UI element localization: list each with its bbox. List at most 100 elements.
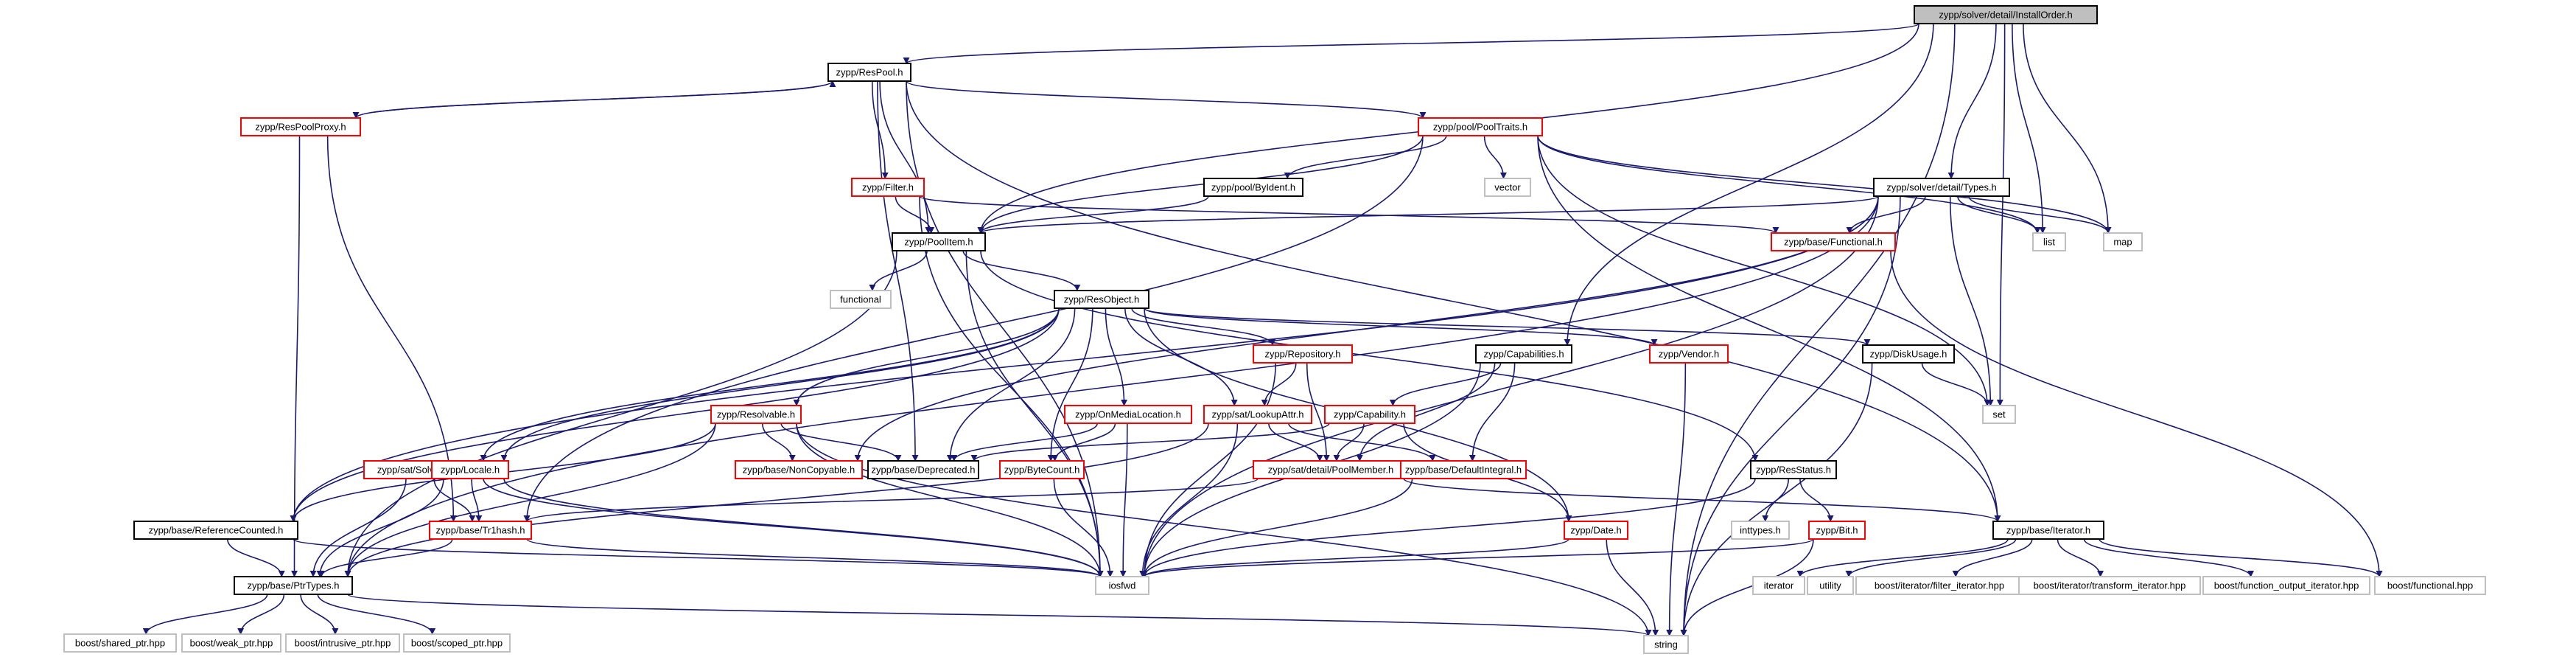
node-label: zypp/Bit.h [1816, 525, 1858, 536]
edge-path [1947, 23, 1997, 179]
node-transform_iterator: boost/iterator/transform_iterator.hpp [2018, 576, 2201, 595]
node-utility: utility [1807, 576, 1854, 595]
node-resobject[interactable]: zypp/ResObject.h [1054, 290, 1149, 309]
node-resstatus[interactable]: zypp/ResStatus.h [1750, 460, 1837, 479]
node-defaultintegral[interactable]: zypp/base/DefaultIntegral.h [1400, 460, 1527, 479]
node-refcounted[interactable]: zypp/base/ReferenceCounted.h [133, 521, 298, 540]
edge-onmedialocation-to-bytecount [1051, 423, 1116, 462]
edge-path [1952, 538, 2033, 577]
edge-onmedialocation-to-iosfwd [1119, 423, 1128, 577]
edge-path [309, 478, 407, 577]
node-tr1hash[interactable]: zypp/base/Tr1hash.h [429, 521, 532, 540]
edge-respoolproxy-to-respool [355, 80, 836, 119]
node-filter[interactable]: zypp/Filter.h [851, 178, 925, 197]
edge-ptrtypes-to-scoped_ptr [317, 594, 436, 635]
edge-path [523, 478, 1259, 522]
edge-resobject-to-refcounted [290, 307, 1060, 522]
node-label: vector [1494, 182, 1521, 193]
node-pooltraits[interactable]: zypp/pool/PoolTraits.h [1418, 117, 1543, 136]
edge-path [344, 195, 1879, 577]
node-box [1807, 576, 1854, 595]
node-functional_h[interactable]: zypp/base/Functional.h [1771, 232, 1896, 251]
edge-path [1144, 307, 1658, 346]
node-box [1731, 521, 1790, 540]
node-respool[interactable]: zypp/ResPool.h [827, 63, 911, 82]
edge-path [879, 80, 932, 234]
edge-poolitem-to-ptrtypes [344, 250, 897, 577]
node-locale[interactable]: zypp/Locale.h [431, 460, 509, 479]
node-bytecount[interactable]: zypp/ByteCount.h [999, 460, 1085, 479]
node-label: boost/function_output_iterator.hpp [2214, 580, 2359, 591]
edge-tr1hash-to-iosfwd [526, 538, 1104, 577]
edge-path [906, 80, 1427, 119]
edge-pooltraits-to-poolitem [977, 135, 1424, 234]
node-resolvable[interactable]: zypp/Resolvable.h [710, 405, 802, 424]
edge-path [906, 80, 1104, 577]
edge-path [1483, 135, 1507, 179]
node-install_order[interactable]: zypp/solver/detail/InstallOrder.h [1914, 5, 2098, 24]
edge-resolvable-to-noncopyable [761, 423, 796, 462]
node-date[interactable]: zypp/Date.h [1564, 521, 1628, 540]
node-noncopyable[interactable]: zypp/base/NonCopyable.h [735, 460, 863, 479]
edge-path [1921, 362, 1991, 406]
node-vendor[interactable]: zypp/Vendor.h [1649, 344, 1729, 364]
edge-path [1131, 307, 1276, 346]
edge-path [977, 135, 1424, 234]
edge-poolmember-to-iterator_h [1403, 478, 2001, 522]
edge-types-to-functional_h [1846, 195, 1926, 234]
edge-pooltraits-to-vector [1483, 135, 1507, 179]
node-boost_functional: boost/functional.hpp [2374, 576, 2486, 595]
edge-path [796, 423, 1652, 636]
edge-path [1356, 362, 1496, 462]
node-label: list [2043, 237, 2055, 248]
edge-types-to-poolitem [977, 195, 1879, 234]
node-types[interactable]: zypp/solver/detail/Types.h [1873, 178, 2010, 197]
edge-path [1139, 423, 1239, 577]
edge-resstatus-to-bit [1799, 478, 1834, 522]
edge-path [919, 195, 1779, 234]
edge-path [1403, 478, 2001, 522]
node-box [285, 633, 400, 653]
edge-path [523, 135, 1424, 522]
edge-path [1105, 307, 1128, 406]
node-box [429, 521, 532, 540]
node-ptrtypes[interactable]: zypp/base/PtrTypes.h [234, 576, 353, 595]
edge-solvableset-to-iosfwd [483, 478, 1104, 577]
node-onmedialocation[interactable]: zypp/OnMediaLocation.h [1064, 405, 1192, 424]
edge-iterator_h-to-transform_iterator [2057, 538, 2104, 577]
edge-onmedialocation-to-deprecated [951, 423, 1099, 462]
node-iosfwd: iosfwd [1095, 576, 1149, 595]
edge-pooltraits-to-map [1537, 135, 2112, 234]
node-poolitem[interactable]: zypp/PoolItem.h [892, 232, 986, 251]
node-box [1992, 521, 2104, 540]
node-label: zypp/solver/detail/Types.h [1886, 182, 1997, 193]
node-iterator_h[interactable]: zypp/base/Iterator.h [1992, 521, 2104, 540]
edge-resobject-to-deprecated [946, 307, 1076, 462]
edge-path [480, 307, 1060, 462]
edge-path [2083, 538, 2254, 577]
node-deprecated[interactable]: zypp/base/Deprecated.h [867, 460, 979, 479]
edge-path [1799, 478, 1834, 522]
node-byident[interactable]: zypp/pool/ByIdent.h [1203, 178, 1303, 197]
edge-path [1047, 307, 1093, 462]
node-capability[interactable]: zypp/Capability.h [1324, 405, 1415, 424]
node-bit[interactable]: zypp/Bit.h [1808, 521, 1866, 540]
edge-resolvable-to-iosfwd [796, 423, 1104, 577]
edge-iterator_h-to-boost_functional [2099, 538, 2383, 577]
node-box [403, 633, 511, 653]
node-box [999, 460, 1085, 479]
edge-path [903, 23, 1919, 64]
node-poolmember[interactable]: zypp/sat/detail/PoolMember.h [1253, 460, 1409, 479]
node-label: boost/iterator/filter_iterator.hpp [1875, 580, 2004, 591]
node-label: zypp/Filter.h [862, 182, 914, 193]
edge-tr1hash-to-ptrtypes [318, 538, 453, 577]
node-repository[interactable]: zypp/Repository.h [1253, 344, 1353, 364]
edge-filter-to-poolitem [895, 195, 935, 234]
node-capabilities[interactable]: zypp/Capabilities.h [1475, 344, 1572, 364]
node-box [827, 63, 911, 82]
edge-bit-to-iosfwd [1141, 538, 1814, 577]
node-respoolproxy[interactable]: zypp/ResPoolProxy.h [240, 117, 361, 136]
edge-resobject-to-bytecount [1047, 307, 1093, 462]
node-diskusage[interactable]: zypp/DiskUsage.h [1862, 344, 1955, 364]
node-lookupattr[interactable]: zypp/sat/LookupAttr.h [1203, 405, 1312, 424]
